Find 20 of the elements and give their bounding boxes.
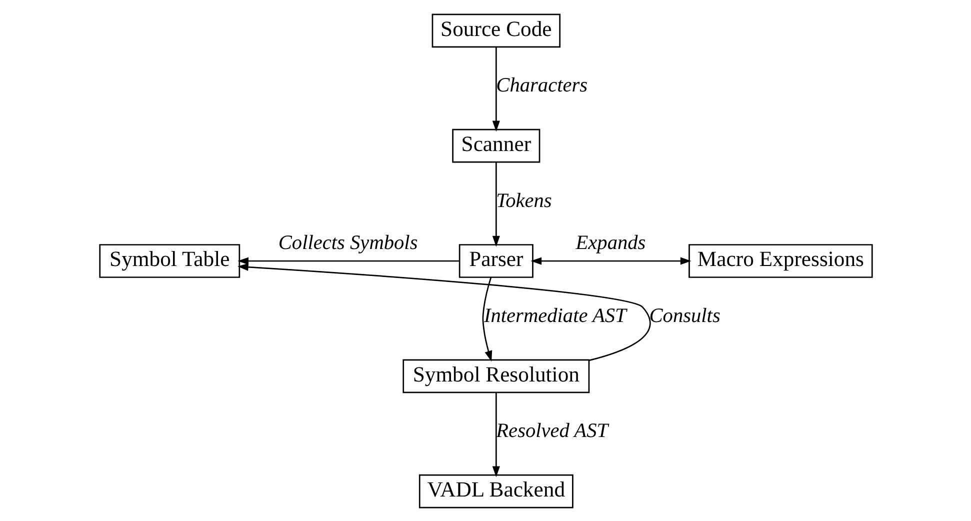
arrow (237, 256, 459, 264)
edge-label: Tokens (496, 189, 552, 212)
arrow (492, 392, 500, 477)
arrow (492, 46, 500, 132)
node-box: Scanner (452, 128, 540, 162)
arrow (530, 256, 691, 264)
arrow (482, 276, 492, 362)
node-box: Symbol Table (98, 244, 240, 278)
node-box: Parser (458, 244, 533, 278)
arrow (236, 262, 650, 360)
edge-label: Expands (575, 231, 646, 254)
node-box: VADL Backend (418, 474, 573, 508)
edge-label: Collects Symbols (278, 231, 418, 254)
edge-label: Intermediate AST (483, 304, 626, 326)
node-box: Macro Expressions (688, 244, 872, 278)
edge-label: Consults (648, 304, 720, 326)
edge-label: Characters (496, 74, 588, 96)
node-box: Symbol Resolution (402, 358, 590, 393)
node-box: Source Code (431, 13, 560, 48)
arrow (492, 162, 500, 246)
